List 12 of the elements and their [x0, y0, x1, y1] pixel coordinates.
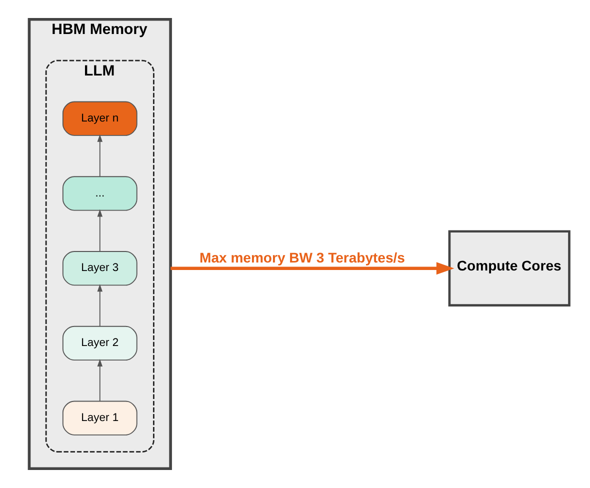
node-box: Layer 2	[62, 326, 137, 361]
node-box: ...	[62, 176, 137, 211]
node-box: Layer n	[62, 101, 137, 136]
arrow	[96, 134, 102, 177]
node-box: Compute Cores	[448, 230, 570, 306]
arrow	[96, 358, 102, 402]
node-box: Layer 3	[62, 251, 137, 286]
arrow	[96, 209, 102, 252]
edge-label: Max memory BW 3 Terabytes/s	[199, 250, 404, 266]
node-box: Layer 1	[62, 400, 137, 436]
arrow	[96, 284, 102, 327]
arrow	[170, 262, 454, 275]
